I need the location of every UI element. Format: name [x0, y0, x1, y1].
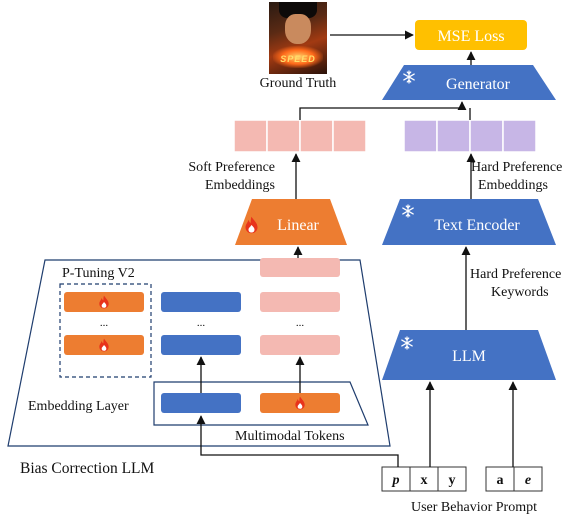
bias-correction-llm-label: Bias Correction LLM	[20, 460, 155, 477]
generator-label: Generator	[446, 76, 511, 93]
hard-keywords-label-line2: Keywords	[491, 285, 549, 300]
hard-preference-label-2: Embeddings	[478, 178, 548, 193]
poster-flame	[273, 46, 323, 68]
prompt-token-group-1	[381, 466, 467, 492]
soft-preference-embeddings	[233, 119, 367, 153]
poster-hat	[279, 2, 317, 18]
hidden-pink-token-2	[260, 335, 340, 355]
user-behavior-prompt-label: User Behavior Prompt	[411, 500, 537, 515]
hard-preference-label-1: Hard Preference	[471, 160, 562, 175]
soft-preference-label-2: Embeddings	[205, 178, 275, 193]
prompt-token-y: y	[449, 473, 456, 488]
prompt-token-a: a	[497, 473, 504, 488]
mse-loss-box	[415, 20, 527, 50]
llm-hidden-token-1	[161, 292, 241, 312]
prompt-token-e: e	[525, 473, 531, 488]
ellipsis-middle: ...	[197, 317, 206, 329]
prompt-token-p: p	[392, 473, 400, 488]
prompt-token-group-2	[485, 466, 543, 492]
p-tuning-label: P-Tuning V2	[62, 266, 135, 281]
mse-loss-label: MSE Loss	[437, 28, 504, 45]
multimodal-tokens-label: Multimodal Tokens	[235, 429, 345, 444]
bias-correction-llm-frame	[7, 259, 391, 447]
hard-preference-embeddings	[403, 119, 537, 153]
llm-label: LLM	[452, 348, 486, 365]
linear-label: Linear	[277, 217, 319, 234]
soft-preference-label-1: Soft Preference	[188, 160, 275, 175]
embedding-layer-label: Embedding Layer	[28, 399, 129, 414]
text-encoder-label: Text Encoder	[434, 217, 520, 234]
output-token-top	[260, 258, 340, 277]
ground-truth-label: Ground Truth	[260, 76, 337, 91]
ground-truth-poster: SPEED	[269, 2, 327, 74]
embedding-token-blue	[161, 393, 241, 413]
p-tuning-box	[59, 283, 152, 378]
text-encoder	[382, 199, 556, 245]
ellipsis-right: ...	[296, 317, 305, 329]
generator	[382, 65, 556, 100]
multimodal-tokens-frame	[153, 381, 369, 426]
poster-title: SPEED	[280, 54, 316, 64]
hard-keywords-label-line1: Hard Preference	[470, 267, 561, 282]
hidden-pink-token-1	[260, 292, 340, 312]
llm-hidden-token-2	[161, 335, 241, 355]
ellipsis-p-tuning: ...	[100, 317, 109, 329]
llm-block	[382, 330, 556, 380]
poster-face	[285, 14, 311, 44]
linear-layer	[235, 199, 347, 245]
connectors	[196, 30, 518, 467]
prompt-token-x: x	[421, 473, 428, 488]
